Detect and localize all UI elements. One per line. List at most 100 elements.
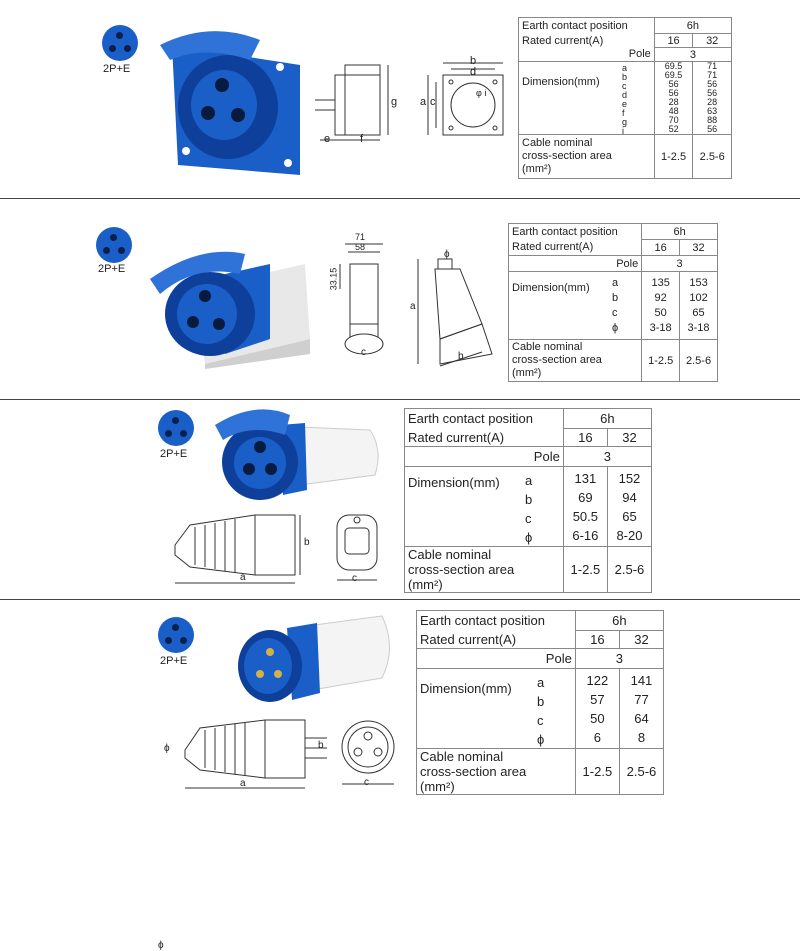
pin-layout-badge	[158, 617, 194, 653]
dim-letter: d	[622, 90, 628, 100]
front-view-drawing	[427, 62, 504, 136]
pole-value: 3	[653, 47, 733, 62]
current-32: 32	[606, 428, 653, 447]
product-1: 2P+E e f g b d a c φ i Earth contact pos…	[0, 0, 800, 196]
connector-product-image	[215, 409, 379, 500]
dim-label-e: e	[324, 133, 331, 145]
badge-label: 2P+E	[98, 263, 126, 275]
dim-label-phi-i: φ i	[476, 88, 487, 98]
rated-label: Rated current(A)	[404, 428, 564, 447]
dim-label-a: a	[240, 778, 246, 789]
dim-label-a: a	[410, 301, 416, 312]
dim-value: 71	[707, 61, 718, 71]
badge-label: 2P+E	[160, 448, 188, 460]
cable-value-32: 2.5-6	[679, 339, 718, 382]
dim-value: 56	[668, 79, 679, 89]
dim-letter: a	[622, 63, 628, 73]
current-16: 16	[562, 428, 608, 447]
dim-value: 6	[593, 729, 601, 745]
pole-value: 3	[562, 446, 653, 467]
rated-label: Rated current(A)	[416, 630, 576, 649]
side-view-drawing	[174, 514, 301, 584]
dim-label-58: 58	[355, 242, 366, 252]
dim-value: 69.5	[664, 70, 683, 80]
dimension-label: Dimension(mm)	[522, 76, 600, 88]
dim-value: 122	[586, 672, 609, 688]
dim-value: 71	[707, 70, 718, 80]
dim-value: 50	[654, 306, 667, 319]
dim-label-c: c	[361, 347, 366, 358]
current-32: 32	[679, 239, 718, 256]
cable-label: (mm²)	[512, 367, 542, 379]
dim-label-71: 71	[355, 232, 366, 242]
contact-value: 6h	[641, 223, 718, 240]
socket-product-image	[160, 31, 300, 175]
dimension-label: Dimension(mm)	[408, 475, 500, 490]
dim-value: 152	[618, 470, 641, 486]
dim-letter: i	[622, 126, 624, 136]
dim-label-b: b	[470, 55, 477, 67]
dim-value: 56	[668, 88, 679, 98]
cable-label: (mm²)	[522, 163, 552, 175]
contact-label: Earth contact position	[404, 408, 564, 429]
dim-value: 102	[689, 291, 708, 304]
dim-letter: g	[622, 117, 628, 127]
dimension-label: Dimension(mm)	[512, 282, 590, 294]
dim-letter: a	[537, 675, 545, 690]
product-2: 2P+E 71 58 33.15 c ϕ a b Earth contact p…	[0, 199, 800, 398]
dim-value: 8-20	[616, 527, 643, 543]
dim-value: 3-18	[649, 321, 672, 334]
dim-letter: e	[622, 99, 628, 109]
dim-label-g: g	[391, 96, 398, 108]
pin-layout-badge	[96, 227, 132, 263]
dim-value: 28	[668, 97, 679, 107]
dim-label-a: a	[420, 96, 427, 108]
dim-value: 57	[590, 691, 605, 707]
cable-label: cross-section area	[512, 354, 602, 366]
divider	[0, 599, 800, 600]
dim-label-33-15: 33.15	[328, 267, 339, 291]
cable-label: Cable nominal	[522, 137, 593, 149]
divider	[0, 399, 800, 400]
cable-value-16: 1-2.5	[562, 546, 608, 593]
dim-value: 131	[574, 470, 597, 486]
dim-letter: c	[525, 511, 532, 526]
dim-value: 8	[637, 729, 646, 745]
current-16: 16	[641, 239, 681, 256]
cable-label: Cable nominal	[408, 547, 492, 562]
dim-value: 77	[634, 691, 649, 707]
cable-label: (mm²)	[420, 779, 455, 794]
dim-label-phi: ϕ	[444, 249, 450, 260]
dim-label-phi: ϕ	[158, 940, 164, 951]
dim-value: 70	[668, 115, 679, 125]
dim-value: 153	[689, 276, 708, 289]
contact-value: 6h	[574, 610, 665, 631]
dim-value: 69.5	[664, 61, 683, 71]
dim-value: 141	[630, 672, 653, 688]
cable-label: Cable nominal	[420, 749, 504, 764]
dim-letter: a	[612, 277, 619, 289]
dim-letter: b	[537, 694, 545, 709]
dim-value: 64	[634, 710, 649, 726]
badge-label: 2P+E	[160, 655, 188, 667]
rated-label: Rated current(A)	[507, 239, 642, 256]
pole-value: 3	[641, 255, 718, 272]
current-32: 32	[618, 630, 665, 649]
side-view-drawing	[184, 719, 327, 789]
dim-value: 52	[668, 124, 679, 134]
dim-value: 135	[651, 276, 670, 289]
dim-label-a: a	[240, 572, 246, 583]
front-view-drawing	[341, 720, 395, 785]
dim-value: 92	[654, 291, 667, 304]
dim-label-b: b	[318, 740, 324, 751]
dim-label-c: c	[352, 573, 357, 584]
cable-value-32: 2.5-6	[606, 546, 653, 593]
plug-product-image	[238, 615, 390, 702]
cable-label: cross-section area	[408, 562, 515, 577]
dim-value: 6-16	[572, 527, 599, 543]
pin-layout-badge	[102, 25, 138, 61]
dim-value: 56	[707, 88, 718, 98]
